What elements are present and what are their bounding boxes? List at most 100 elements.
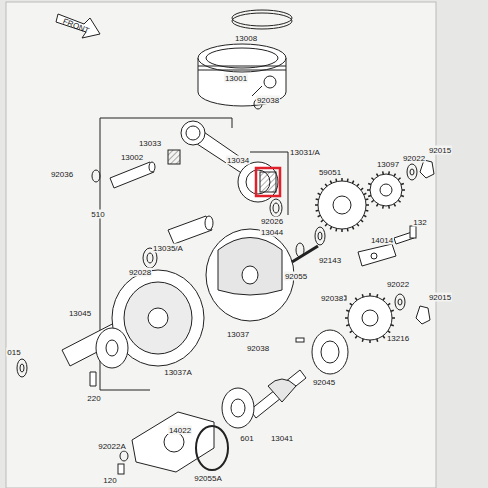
washer xyxy=(407,164,417,180)
gear-tooth xyxy=(388,171,390,174)
gear-tooth xyxy=(392,317,395,319)
key xyxy=(296,338,304,342)
piston-pin xyxy=(110,162,155,188)
gear-tooth xyxy=(325,184,327,186)
part-number: 92038 xyxy=(256,96,280,105)
gear-tooth xyxy=(330,227,331,230)
gear-tooth xyxy=(364,215,367,216)
bolt xyxy=(394,226,416,244)
gear-tooth xyxy=(391,310,394,312)
gear-tooth xyxy=(382,171,384,174)
crank-half xyxy=(206,229,318,321)
part-number: 015 xyxy=(6,348,21,357)
plate xyxy=(358,244,396,266)
part-number: 92038 xyxy=(320,294,344,303)
o-ring xyxy=(196,426,228,470)
seal-disc xyxy=(96,328,128,368)
gear-tooth xyxy=(362,294,364,297)
part-number: 92022 xyxy=(402,154,426,163)
part-number: 13002 xyxy=(120,153,144,162)
part-number: 13035/A xyxy=(152,244,184,253)
o-ring xyxy=(296,243,304,257)
gear-tooth xyxy=(394,204,396,207)
part-number: 13008 xyxy=(234,34,258,43)
gear-tooth xyxy=(376,339,378,342)
part-number: 13044 xyxy=(260,228,284,237)
circlip xyxy=(92,170,100,182)
gear-tooth xyxy=(401,184,404,185)
gear-tooth xyxy=(388,206,390,209)
gear-tooth xyxy=(383,336,385,338)
gear-tooth xyxy=(398,200,400,202)
gear-tooth xyxy=(352,181,353,184)
gear-tooth xyxy=(316,210,319,212)
gear-tooth xyxy=(347,228,349,231)
part-number: 13037A xyxy=(163,368,193,377)
gear-tooth xyxy=(318,215,321,216)
gear-tooth xyxy=(388,331,390,333)
part-number: 92038 xyxy=(246,344,270,353)
part-number: 13216 xyxy=(386,334,410,343)
part-number: 92055A xyxy=(193,474,223,483)
gear-tooth xyxy=(369,340,371,343)
part-number: 601 xyxy=(239,434,254,443)
gear-tooth xyxy=(346,310,349,312)
part-number: 13097 xyxy=(376,160,400,169)
gear-tooth xyxy=(346,324,349,326)
part-number: 92036 xyxy=(50,170,74,179)
gear-tooth xyxy=(350,331,352,333)
gear-tooth xyxy=(316,198,319,200)
gear-tooth xyxy=(355,298,357,300)
part-number: 92022 xyxy=(386,280,410,289)
gear-tooth xyxy=(377,174,379,177)
gear xyxy=(367,171,405,208)
gear-tooth xyxy=(394,174,396,177)
gear-tooth xyxy=(369,293,371,296)
gear-tooth xyxy=(330,181,331,184)
part-number: 220 xyxy=(86,394,101,403)
collar xyxy=(315,227,325,245)
gear-tooth xyxy=(382,206,384,209)
gear-tooth xyxy=(365,198,368,200)
gear-tooth xyxy=(368,195,371,196)
ball-bearing xyxy=(222,388,254,428)
part-number: 92015 xyxy=(428,293,452,302)
part-number: 14014 xyxy=(370,236,394,245)
highlight-box xyxy=(256,168,280,196)
gear-tooth xyxy=(398,178,400,180)
balancer-shaft xyxy=(250,370,306,418)
part-number: 92015 xyxy=(428,146,452,155)
gear-tooth xyxy=(361,220,363,222)
washer xyxy=(395,294,405,310)
ball-bearing xyxy=(312,330,348,374)
part-number: 132 xyxy=(412,218,427,227)
part-number: 92143 xyxy=(318,256,342,265)
part-number: 13034 xyxy=(226,156,250,165)
thrust-washer xyxy=(270,199,282,217)
group-bracket xyxy=(250,152,288,215)
gear-tooth xyxy=(371,200,373,202)
part-number: 13001 xyxy=(224,74,248,83)
gear-tooth xyxy=(376,294,378,297)
part-number: 92026 xyxy=(260,217,284,226)
gear-tooth xyxy=(341,229,343,232)
part-number: 13031/A xyxy=(289,148,321,157)
part-number: 92055 xyxy=(284,272,308,281)
gear-tooth xyxy=(341,178,343,181)
gear-tooth xyxy=(345,317,348,319)
gear-tooth xyxy=(364,193,367,194)
nut xyxy=(420,160,434,178)
part-number: 13045 xyxy=(68,309,92,318)
gear-tooth xyxy=(352,227,353,230)
gear-tooth xyxy=(325,224,327,226)
front-arrow xyxy=(56,14,100,38)
gear-tooth xyxy=(362,339,364,342)
gear-tooth xyxy=(335,228,337,231)
part-number: 92045 xyxy=(312,378,336,387)
part-number: 120 xyxy=(102,476,117,485)
piston xyxy=(198,44,286,106)
crank-half xyxy=(62,270,204,366)
part-number: 14022 xyxy=(168,426,192,435)
gear-tooth xyxy=(335,179,337,182)
leader-line xyxy=(252,86,262,96)
